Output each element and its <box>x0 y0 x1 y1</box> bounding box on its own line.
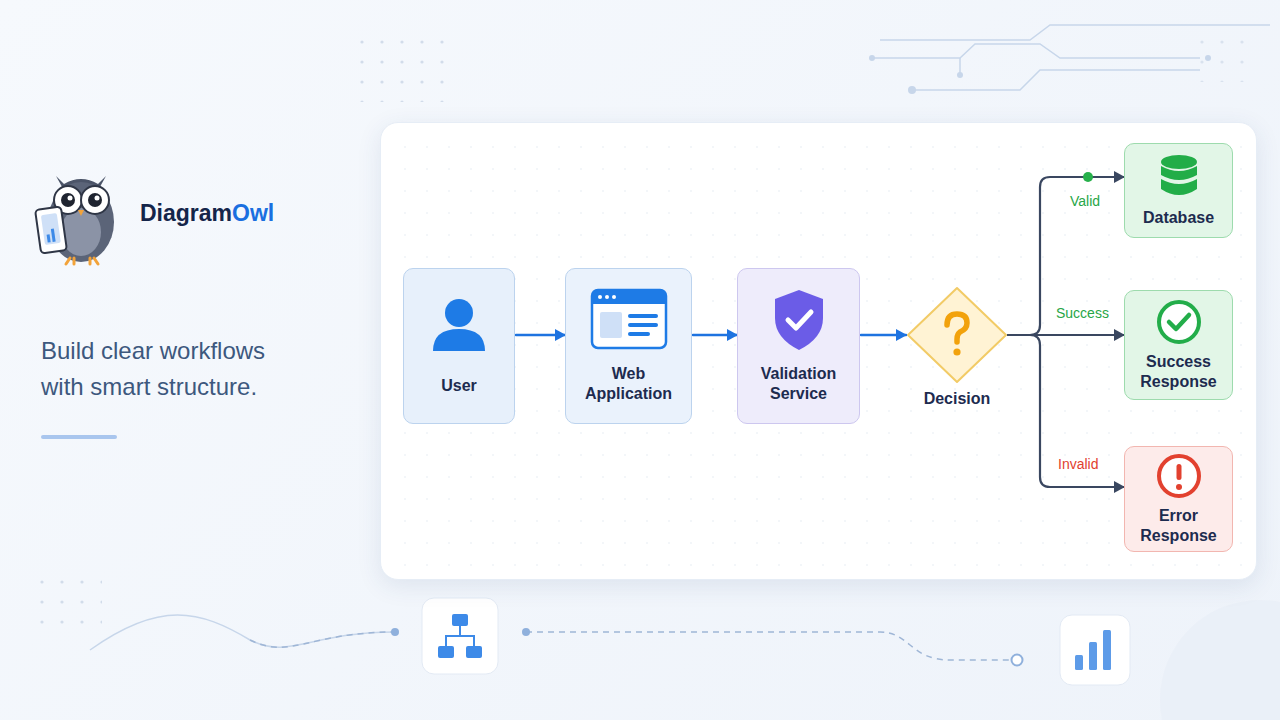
ok-icon <box>1155 298 1203 346</box>
process-box: Validation Service <box>737 268 860 424</box>
node-label: Database <box>1143 208 1214 228</box>
brand-name: DiagramOwl <box>140 200 274 227</box>
edge-label: Success <box>1054 305 1111 322</box>
brand-name-part: Diagram <box>140 200 232 226</box>
node-label: Decision <box>924 389 991 409</box>
flow-arrow <box>693 334 737 337</box>
edge-label: Valid <box>1068 193 1102 210</box>
brand-name-part: Owl <box>232 200 274 226</box>
shield-icon <box>771 288 827 352</box>
data-store-box: Database <box>1124 143 1233 238</box>
user-icon <box>429 296 489 352</box>
tagline: Build clear workflows with smart structu… <box>41 333 303 405</box>
flow-arrow <box>516 334 565 337</box>
owl-logo <box>35 176 114 264</box>
edge-label: Invalid <box>1056 456 1100 473</box>
flow-arrow <box>1008 335 1124 487</box>
db-icon <box>1159 154 1199 200</box>
node-label: Error Response <box>1132 506 1225 546</box>
err-icon <box>1155 452 1203 500</box>
valid-dot <box>1083 172 1093 182</box>
decision-diamond: Decision <box>904 285 1010 421</box>
web-icon <box>590 288 668 350</box>
diamond-icon <box>904 285 1010 385</box>
result-box: Error Response <box>1124 446 1233 552</box>
result-box: Success Response <box>1124 290 1233 400</box>
node-label: Validation Service <box>745 364 852 404</box>
node-label: Web Application <box>573 364 684 404</box>
node-label: User <box>441 376 477 396</box>
flow-arrow <box>1008 177 1124 335</box>
node-label: Success Response <box>1132 352 1225 392</box>
process-box: Web Application <box>565 268 692 424</box>
actor-box: User <box>403 268 515 424</box>
flow-arrow <box>861 334 906 337</box>
